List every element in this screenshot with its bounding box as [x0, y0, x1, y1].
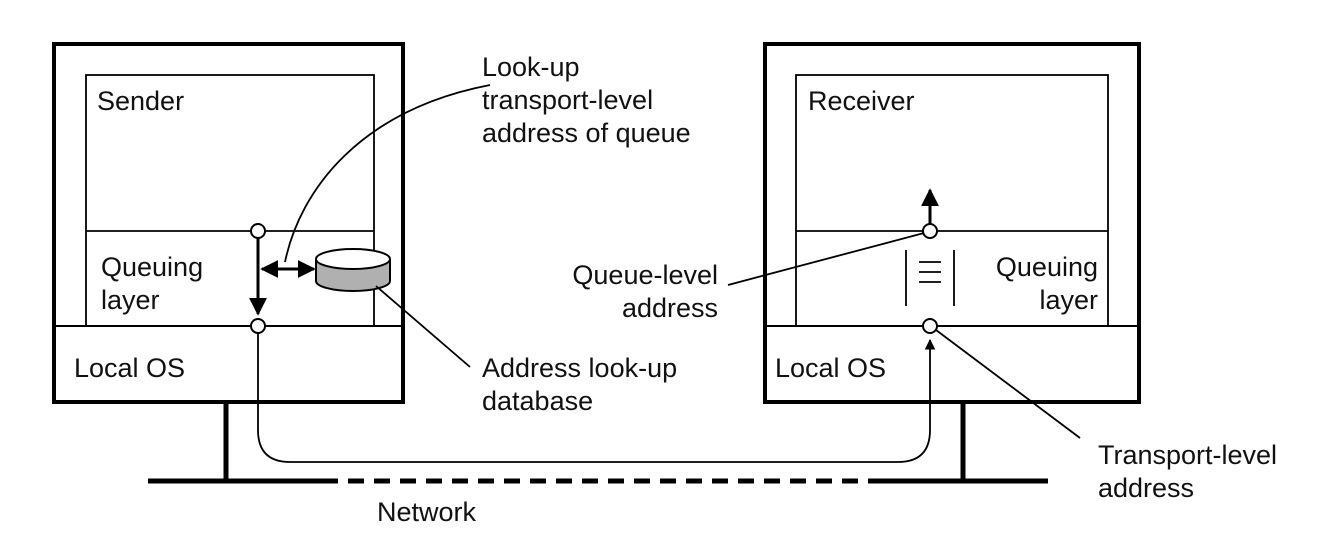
- receiver-transport-address-point: [922, 318, 938, 334]
- sender-frame: [52, 42, 405, 404]
- sender-machine: [52, 42, 405, 404]
- sender-queuing-label-line1: Queuing: [101, 252, 204, 282]
- receiver-queuing-label-line2: layer: [1039, 285, 1098, 315]
- receiver-os-label: Local OS: [775, 353, 887, 383]
- database-label-line2: database: [482, 386, 594, 416]
- sender-queue-address-point: [250, 223, 266, 239]
- sender-queuing-label-line2: layer: [101, 285, 160, 315]
- queue-icon: [905, 250, 955, 306]
- message-path: [257, 326, 936, 463]
- receiver-app-label: Receiver: [808, 86, 915, 116]
- receiver-queue-address-point: [922, 223, 938, 239]
- queue-address-leader: [727, 232, 925, 286]
- lookup-label-line3: address of queue: [482, 118, 691, 148]
- database-icon: [315, 248, 391, 292]
- transport-address-label-line2: address: [1098, 473, 1195, 503]
- transport-address-leader: [935, 329, 1081, 439]
- receiver-app-box: [795, 74, 1109, 327]
- queue-address-label-line1: Queue-level: [572, 260, 718, 290]
- lookup-label-line2: transport-level: [482, 85, 654, 115]
- lookup-leader: [284, 84, 491, 263]
- database-label-line1: Address look-up: [482, 353, 678, 383]
- lookup-label-line1: Look-up: [482, 52, 580, 82]
- receiver-queuing-label-line1: Queuing: [995, 252, 1098, 282]
- network-label: Network: [377, 497, 477, 527]
- sender-app-label: Sender: [97, 86, 185, 116]
- sender-app-box: [85, 74, 375, 327]
- sender-transport-address-point: [250, 318, 266, 334]
- transport-address-label-line1: Transport-level: [1098, 440, 1278, 470]
- queue-address-label-line2: address: [621, 293, 718, 323]
- sender-os-label: Local OS: [74, 353, 186, 383]
- database-leader: [375, 285, 471, 368]
